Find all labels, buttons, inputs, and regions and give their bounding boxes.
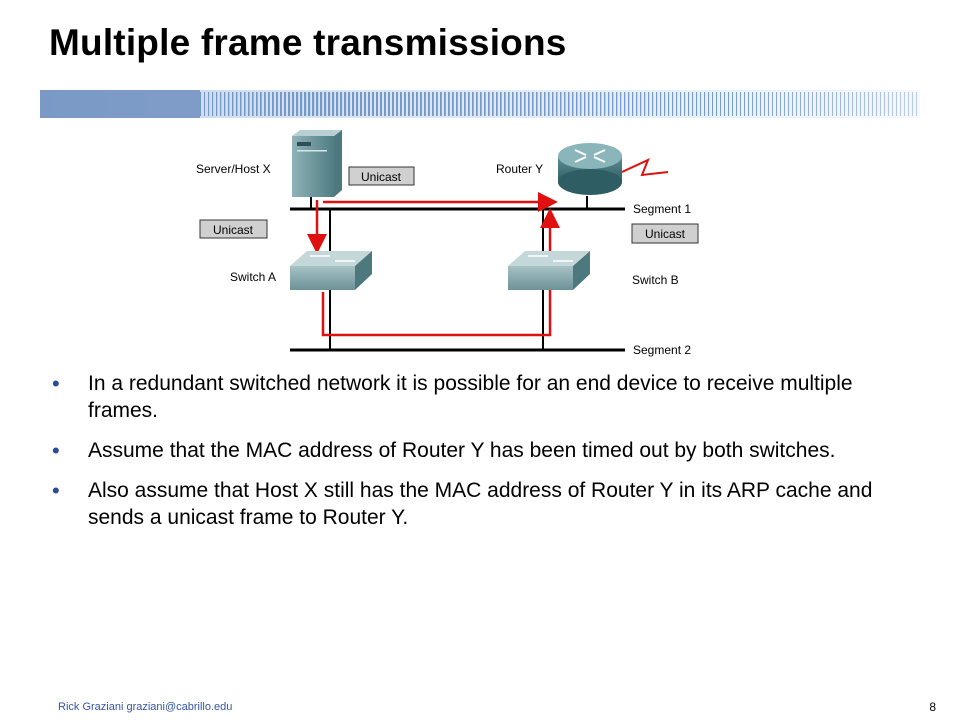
- switch-b-icon: [508, 251, 590, 290]
- svg-text:Unicast: Unicast: [361, 170, 402, 184]
- footer-author: Rick Graziani graziani@cabrillo.edu: [58, 701, 233, 713]
- bullet-text: In a redundant switched network it is po…: [88, 372, 853, 422]
- label-switch-b: Switch B: [632, 273, 679, 287]
- label-router-y: Router Y: [496, 162, 543, 176]
- unicast-tag: Unicast: [348, 166, 415, 186]
- bullet-text: Assume that the MAC address of Router Y …: [88, 439, 836, 462]
- label-switch-a: Switch A: [230, 270, 276, 284]
- unicast-tag: Unicast: [631, 223, 699, 244]
- router-icon: [558, 143, 669, 195]
- bullet-dot-icon: •: [52, 371, 60, 396]
- bullet-text: Also assume that Host X still has the MA…: [88, 479, 873, 529]
- label-segment-1: Segment 1: [633, 202, 691, 216]
- bullet-item: • Also assume that Host X still has the …: [48, 477, 908, 531]
- svg-text:Unicast: Unicast: [645, 227, 686, 241]
- svg-text:Unicast: Unicast: [213, 223, 254, 237]
- switch-a-icon: [290, 251, 372, 290]
- server-icon: [292, 130, 342, 197]
- label-server-host-x: Server/Host X: [196, 162, 271, 176]
- page-number: 8: [929, 700, 936, 714]
- unicast-tag: Unicast: [199, 219, 268, 239]
- bullet-dot-icon: •: [52, 438, 60, 463]
- slide-title: Multiple frame transmissions: [49, 22, 567, 63]
- bullet-dot-icon: •: [52, 478, 60, 503]
- bullet-list: • In a redundant switched network it is …: [48, 370, 908, 544]
- bullet-item: • Assume that the MAC address of Router …: [48, 437, 908, 464]
- title-divider-bar: [40, 90, 920, 118]
- label-segment-2: Segment 2: [633, 343, 691, 357]
- bullet-item: • In a redundant switched network it is …: [48, 370, 908, 424]
